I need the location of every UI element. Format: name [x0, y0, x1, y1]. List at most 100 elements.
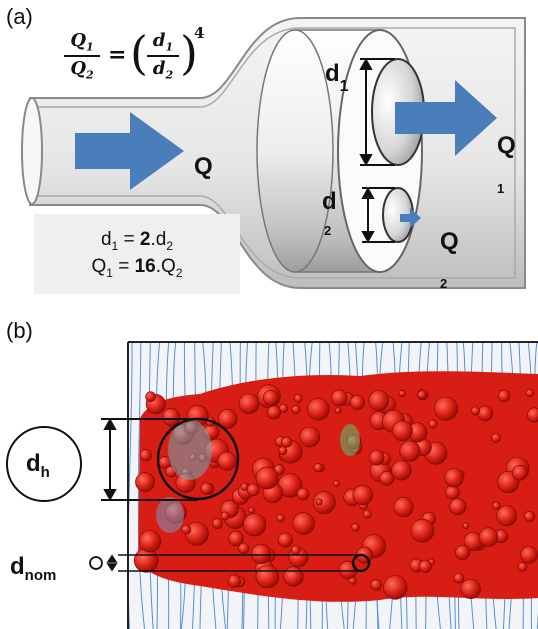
- foam-bubble: [383, 575, 408, 600]
- foam-bubble: [496, 505, 518, 527]
- foam-bubble: [313, 463, 323, 473]
- foam-bubble: [391, 460, 412, 481]
- dnom-label: dnom: [10, 553, 57, 584]
- foam-bubble: [352, 484, 373, 506]
- foam-bubble: [135, 472, 155, 492]
- q2-label: Q: [440, 228, 459, 255]
- foam-bubble: [281, 436, 293, 448]
- foam-bubble: [283, 566, 304, 587]
- foam-bubble: [477, 405, 494, 422]
- foam-bubble: [165, 465, 178, 478]
- dnom-reference-circle: [89, 556, 103, 570]
- foam-bubble: [255, 466, 279, 490]
- formula-q1: Q: [70, 30, 87, 51]
- foam-bubble: [255, 564, 280, 589]
- foam-bubble: [398, 389, 406, 397]
- foam-bubble: [138, 530, 162, 553]
- foam-bubble: [220, 511, 230, 521]
- foam-bubble: [449, 498, 467, 516]
- foam-bubble: [498, 389, 511, 403]
- foam-bubble: [330, 389, 348, 407]
- relation-q: Q1 = 16.Q2: [91, 256, 183, 280]
- dh-dimension: [101, 417, 198, 502]
- foam-bubble: [523, 511, 535, 523]
- foam-bubble: [162, 408, 181, 427]
- foam-bubble: [368, 390, 390, 412]
- formula-equals: =: [108, 42, 127, 68]
- inlet-flow-arrow: [75, 112, 184, 190]
- foam-bubble: [277, 532, 293, 548]
- relations-box: d1 = 2.d2 Q1 = 16.Q2: [34, 214, 240, 294]
- dh-reference-circle: [6, 426, 82, 502]
- dh-label: dh: [26, 450, 50, 481]
- formula-d1: d: [152, 30, 166, 51]
- foam-bubble: [492, 501, 501, 510]
- foam-bubble: [517, 562, 528, 572]
- foam-bubble: [293, 394, 303, 403]
- foam-bubble: [217, 409, 238, 429]
- d2-dimension: [361, 186, 395, 244]
- foam-bubble: [189, 453, 197, 461]
- relation-d: d1 = 2.d2: [100, 229, 174, 253]
- foam-bubble: [299, 426, 321, 448]
- foam-bubble: [315, 498, 323, 506]
- foam-bubble: [334, 407, 342, 414]
- foam-bubble: [266, 405, 281, 420]
- q1-flow-arrow: [395, 80, 497, 156]
- foam-bubble: [362, 509, 372, 519]
- q2-flow-arrow: [400, 208, 421, 228]
- foam-bubble: [145, 391, 156, 402]
- foam-bubble: [248, 506, 255, 514]
- foam-bubble: [391, 420, 413, 442]
- foam-bubble: [417, 390, 427, 400]
- foam-bubble: [133, 548, 159, 573]
- foam-bubble: [520, 546, 538, 564]
- foam-bubble: [164, 501, 187, 524]
- foam-bubble: [228, 530, 244, 547]
- foam-bubble: [418, 559, 432, 573]
- foam-bubble: [139, 449, 152, 462]
- foam-bubble: [333, 480, 340, 487]
- foam-bubble: [370, 579, 383, 591]
- formula-exponent: 4: [194, 24, 205, 42]
- q1-subscript: 1: [497, 181, 505, 196]
- foam-bubble: [453, 572, 465, 584]
- foam-bubble: [351, 523, 360, 532]
- q2-subscript: 2: [440, 276, 448, 291]
- foam-bubble: [368, 449, 385, 466]
- foam-bubble: [211, 518, 223, 529]
- foam-bubble: [399, 440, 421, 462]
- foam-bubble: [455, 544, 471, 560]
- inlet-q-label: Q: [194, 153, 213, 180]
- foam-bubble: [184, 420, 199, 435]
- foam-bubble: [243, 513, 267, 537]
- foam-bubble: [462, 522, 470, 530]
- foam-bubble: [251, 543, 272, 565]
- foam-bubble: [433, 396, 458, 421]
- foam-bubble: [338, 560, 358, 580]
- foam-bubble: [470, 406, 480, 416]
- foam-bubble: [312, 491, 336, 515]
- formula-d2: d: [152, 58, 166, 79]
- foam-bubble: [307, 397, 330, 421]
- foam-bubble: [217, 451, 237, 471]
- foam-bubble: [290, 545, 301, 555]
- foam-bubble: [460, 578, 481, 599]
- foam-bubble: [291, 404, 301, 414]
- d1-label: d1: [325, 60, 349, 95]
- d2-label: d: [322, 188, 337, 215]
- foam-bubble: [393, 497, 414, 518]
- foam-simulation-image: [6, 341, 538, 629]
- foam-bubble: [200, 482, 213, 495]
- foam-bubble: [491, 432, 501, 443]
- foam-bubble: [175, 472, 196, 493]
- foam-bubble: [445, 485, 460, 500]
- foam-bubble: [527, 407, 538, 423]
- d2-subscript: 2: [324, 223, 332, 238]
- foam-bubble: [428, 419, 438, 429]
- q1-label: Q: [497, 132, 516, 159]
- foam-bubble: [238, 542, 250, 554]
- foam-bubble: [379, 470, 395, 486]
- d1-dimension: [359, 57, 395, 167]
- foam-bubble: [276, 514, 285, 523]
